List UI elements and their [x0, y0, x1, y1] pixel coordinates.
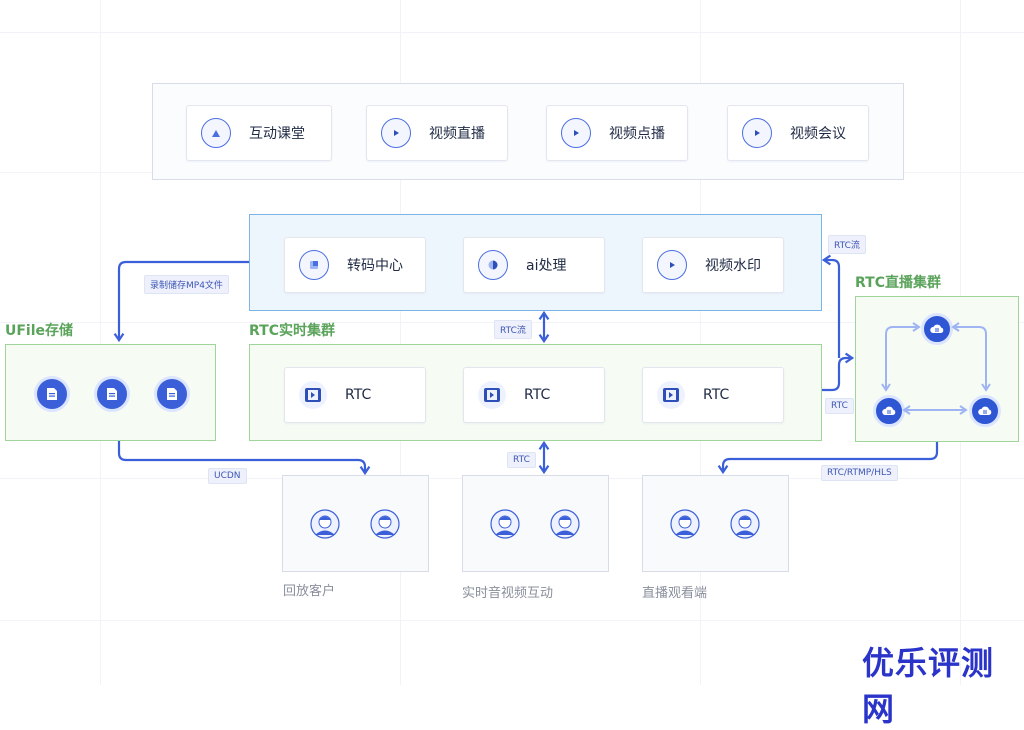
connector-arrows [113, 254, 991, 476]
edge-label-rtc-right: RTC [825, 398, 854, 414]
ai-icon [478, 250, 508, 280]
client-box-live-viewer [642, 475, 789, 572]
site-watermark: 优乐评测网 [862, 644, 995, 728]
client-box-realtime [462, 475, 609, 572]
document-icon [94, 376, 130, 412]
film-icon [657, 381, 685, 409]
proc-card-label: 视频水印 [705, 258, 761, 274]
document-icon [34, 376, 70, 412]
edge-label-record: 录制储存MP4文件 [144, 275, 229, 294]
proc-card-transcode[interactable]: 转码中心 [284, 237, 426, 293]
app-card-label: 视频点播 [609, 126, 665, 142]
user-avatar-icon [550, 509, 580, 539]
film-icon [299, 381, 327, 409]
play-icon [561, 118, 591, 148]
client-box-playback [282, 475, 429, 572]
rtc-node-1[interactable]: RTC [284, 367, 426, 423]
app-card-live-video[interactable]: 视频直播 [366, 105, 508, 161]
rtc-cluster-title: RTC实时集群 [249, 323, 335, 339]
proc-card-label: ai处理 [526, 258, 567, 274]
rtc-node-2[interactable]: RTC [463, 367, 605, 423]
app-card-label: 视频会议 [790, 126, 846, 142]
rtc-node-3[interactable]: RTC [642, 367, 784, 423]
transcode-icon [299, 250, 329, 280]
film-icon [478, 381, 506, 409]
app-card-vod[interactable]: 视频点播 [546, 105, 688, 161]
proc-card-watermark[interactable]: 视频水印 [642, 237, 784, 293]
rtc-node-label: RTC [345, 387, 372, 403]
classroom-icon [201, 118, 231, 148]
play-icon [657, 250, 687, 280]
play-icon [381, 118, 411, 148]
app-card-label: 视频直播 [429, 126, 485, 142]
document-icon [154, 376, 190, 412]
proc-card-ai[interactable]: ai处理 [463, 237, 605, 293]
user-avatar-icon [370, 509, 400, 539]
user-avatar-icon [310, 509, 340, 539]
edge-label-rtc-stream-right: RTC流 [828, 235, 866, 254]
user-avatar-icon [730, 509, 760, 539]
user-avatar-icon [490, 509, 520, 539]
edge-label-rtc-stream: RTC流 [494, 320, 532, 339]
client-label-realtime: 实时音视频互动 [462, 586, 554, 601]
client-label-live-viewer: 直播观看端 [642, 586, 708, 601]
rtc-node-label: RTC [524, 387, 551, 403]
edge-label-rtc-bottom: RTC [507, 452, 536, 468]
ufile-title: UFile存储 [5, 323, 74, 339]
user-avatar-icon [670, 509, 700, 539]
play-icon [742, 118, 772, 148]
app-card-interactive-classroom[interactable]: 互动课堂 [186, 105, 332, 161]
app-card-video-conference[interactable]: 视频会议 [727, 105, 869, 161]
proc-card-label: 转码中心 [347, 258, 403, 274]
cloud-node-icon [969, 395, 1001, 427]
client-label-playback: 回放客户 [283, 584, 336, 599]
edge-label-rtmp: RTC/RTMP/HLS [821, 465, 898, 481]
edge-label-ucdn: UCDN [208, 468, 247, 484]
app-card-label: 互动课堂 [249, 126, 305, 142]
rtc-node-label: RTC [703, 387, 730, 403]
rtc-live-cluster-title: RTC直播集群 [855, 275, 941, 291]
